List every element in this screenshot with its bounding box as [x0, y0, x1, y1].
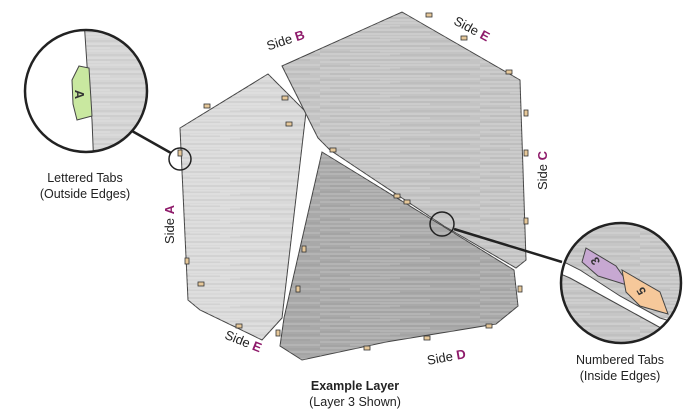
leader-line-left — [131, 129, 172, 155]
panel-top — [281, 11, 527, 269]
lettered-tabs-subtitle: (Outside Edges) — [39, 187, 131, 202]
lettered-tab-letter: A — [72, 89, 88, 100]
numbered-tabs-subtitle: (Inside Edges) — [579, 369, 661, 384]
highlight-circle-outside — [168, 147, 192, 171]
panel-bottom — [279, 151, 519, 361]
example-layer-title: Example Layer — [310, 379, 400, 393]
highlight-circle-inside — [429, 211, 455, 237]
lettered-tabs-title: Lettered Tabs — [47, 171, 123, 185]
leader-line-right — [453, 227, 563, 264]
side-a-label: Side A — [162, 204, 177, 244]
lettered-tab — [71, 65, 93, 121]
side-c-letter: C — [535, 150, 550, 161]
numbered-tabs-title: Numbered Tabs — [575, 353, 664, 367]
numbered-tab-orange — [621, 269, 669, 315]
side-c-word: Side — [535, 163, 550, 190]
example-layer-subtitle: (Layer 3 Shown) — [309, 395, 401, 410]
side-c-label: Side C — [535, 150, 550, 190]
lettered-tabs-caption: Lettered Tabs (Outside Edges) — [10, 170, 160, 203]
side-a-letter: A — [162, 204, 177, 215]
side-a-word: Side — [162, 217, 177, 244]
panel-left — [179, 73, 307, 341]
numbered-tabs-caption: Numbered Tabs (Inside Edges) — [550, 352, 690, 385]
edge-tabs — [177, 12, 529, 351]
example-layer-caption: Example Layer (Layer 3 Shown) — [280, 378, 430, 411]
zoom-callout-lettered — [23, 28, 149, 154]
zoom-callout-numbered — [559, 221, 683, 345]
numbered-tab-purple — [581, 247, 632, 287]
